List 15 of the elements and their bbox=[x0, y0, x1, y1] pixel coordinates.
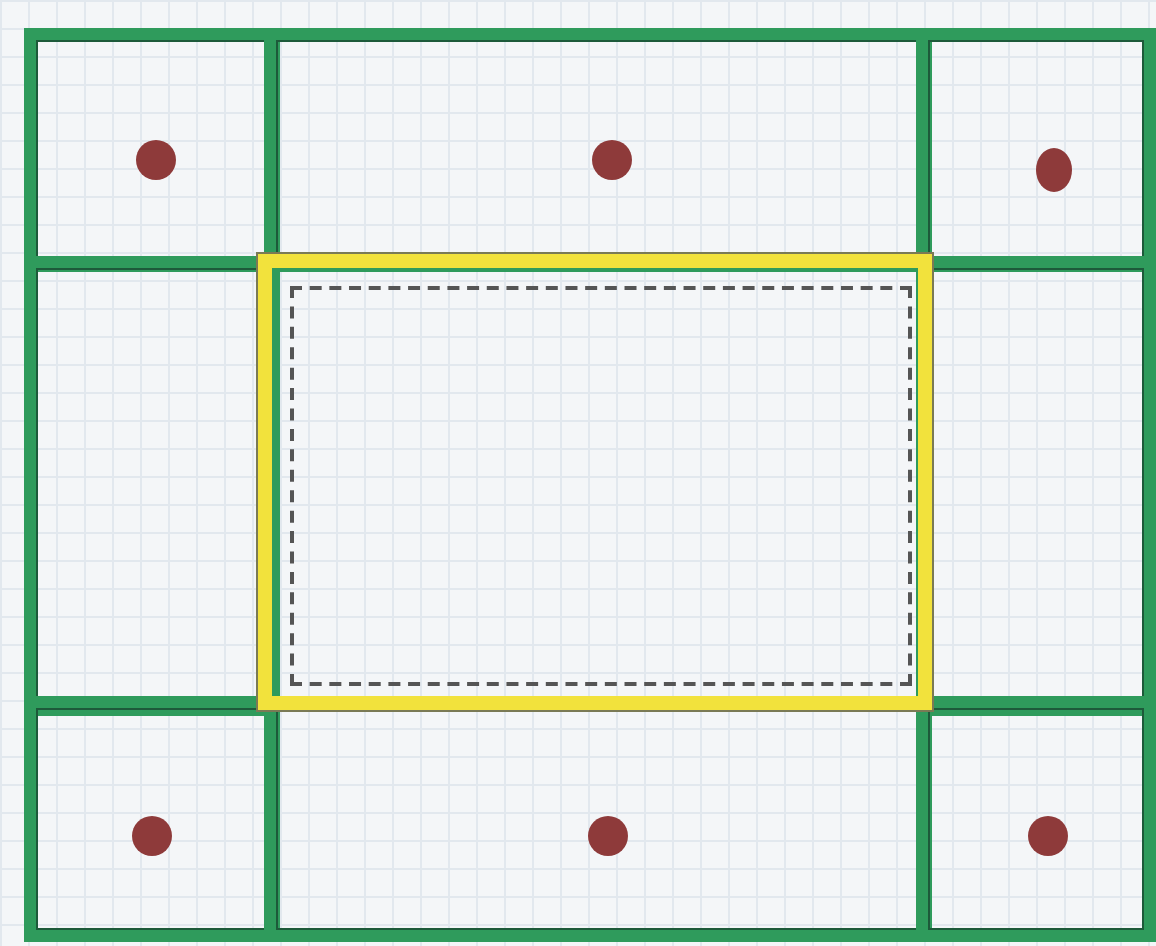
grid-cell bbox=[24, 696, 280, 942]
grid-cell bbox=[916, 256, 1156, 716]
grid-cell bbox=[916, 28, 1156, 272]
dot-marker bbox=[132, 816, 172, 856]
dot-marker bbox=[1036, 148, 1072, 192]
grid-cell bbox=[916, 696, 1156, 942]
dashed-rectangle bbox=[290, 286, 912, 686]
dot-marker bbox=[136, 140, 176, 180]
dot-marker bbox=[588, 816, 628, 856]
grid-cell bbox=[24, 28, 280, 272]
dot-marker bbox=[592, 140, 632, 180]
dot-marker bbox=[1028, 816, 1068, 856]
grid-cell bbox=[24, 256, 280, 716]
grid-cell bbox=[264, 28, 932, 272]
highlighted-cell bbox=[258, 254, 932, 710]
